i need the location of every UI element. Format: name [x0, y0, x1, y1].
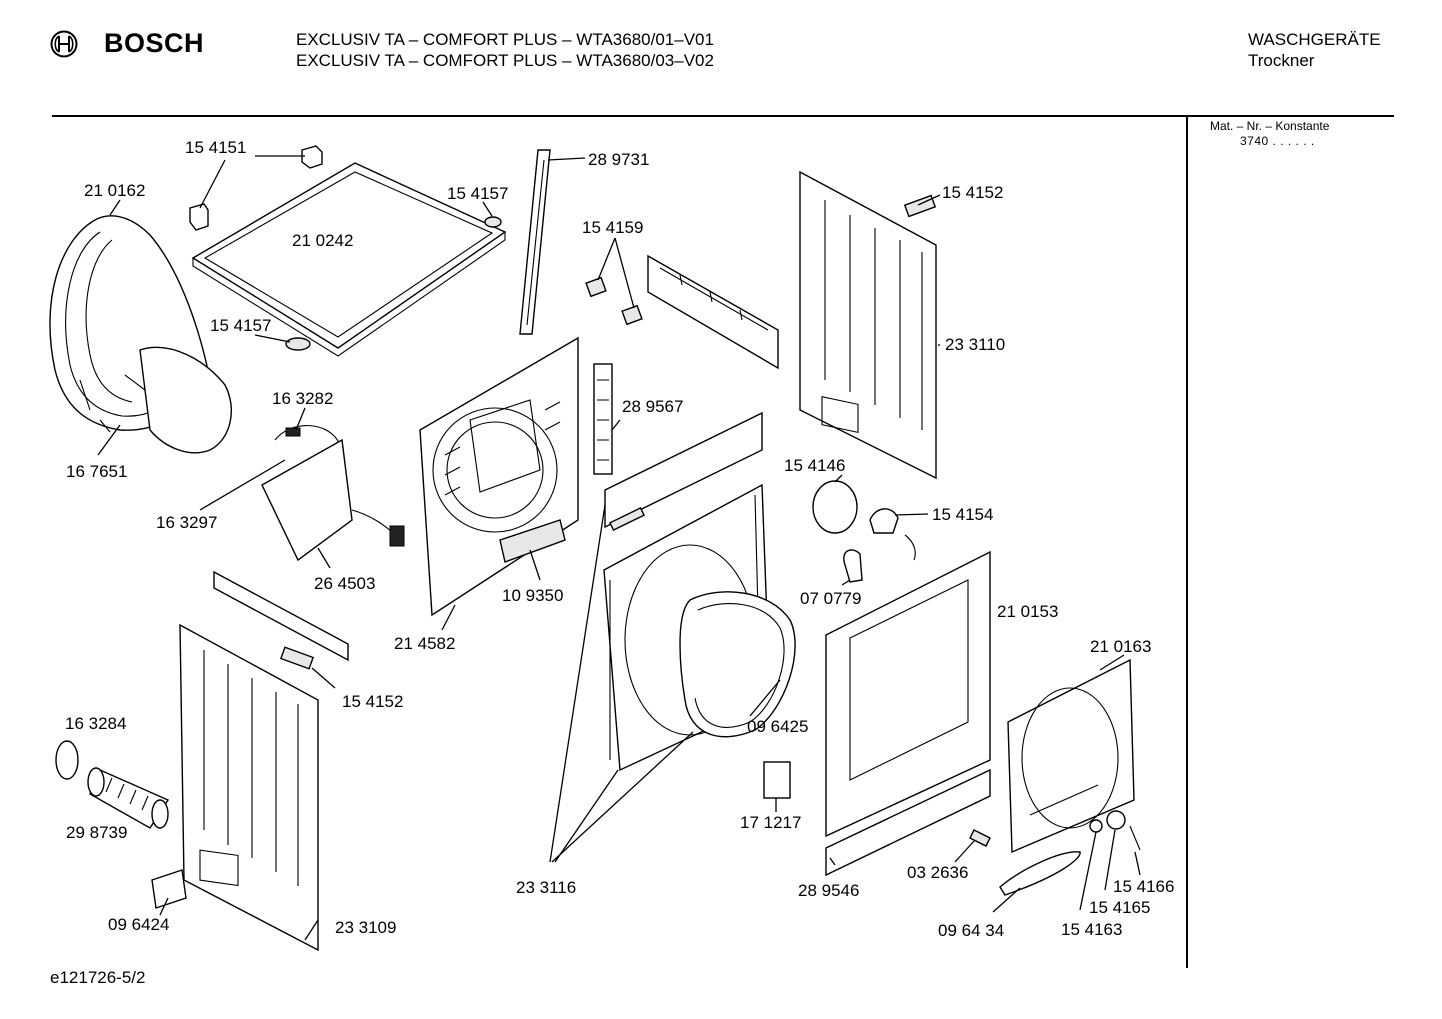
- drawing-id: e121726-5/2: [50, 968, 146, 987]
- part-label: 21 0153: [997, 602, 1058, 621]
- leader-lines: [97, 155, 1141, 941]
- side-panel-divider: [1186, 116, 1188, 968]
- part-label: 23 3110: [945, 335, 1005, 354]
- part-label: 15 4152: [342, 692, 403, 711]
- left-side-panel[interactable]: [179, 623, 319, 952]
- part-label: 28 9731: [588, 150, 649, 169]
- model-title-line-1: EXCLUSIV TA – COMFORT PLUS – WTA3680/01–…: [296, 30, 714, 49]
- lower-front-rail[interactable]: [213, 570, 349, 662]
- part-label: 16 3297: [156, 513, 217, 532]
- door[interactable]: [1007, 658, 1135, 854]
- model-title-line-2: EXCLUSIV TA – COMFORT PLUS – WTA3680/03–…: [296, 51, 714, 70]
- sensor[interactable]: [869, 508, 899, 534]
- part-label: 15 4151: [185, 138, 246, 157]
- handle-strip[interactable]: [999, 851, 1081, 896]
- hose-seal-ring[interactable]: [55, 740, 79, 780]
- part-label: 28 9567: [622, 397, 683, 416]
- part-label: 10 9350: [502, 586, 563, 605]
- brand-name: BOSCH: [104, 28, 205, 58]
- heater-holder[interactable]: [593, 363, 613, 475]
- part-label: 16 7651: [66, 462, 127, 481]
- part-label: 21 0242: [292, 231, 353, 250]
- part-label: 09 64 34: [938, 921, 1004, 940]
- part-label: 21 0162: [84, 181, 145, 200]
- front-panel[interactable]: [825, 550, 991, 838]
- lid-lock[interactable]: [812, 480, 858, 534]
- end-cap-left[interactable]: [279, 646, 315, 670]
- top-clip-upper[interactable]: [301, 145, 323, 169]
- header-divider: [52, 115, 1394, 117]
- exploded-parts-diagram: 15 4151 21 0162 21 0242 15 4157 28 9731 …: [49, 138, 1174, 952]
- grommet-lower[interactable]: [285, 337, 311, 351]
- part-label: 29 8739: [66, 823, 127, 842]
- sensor-wire[interactable]: [904, 534, 916, 561]
- top-clip-lower[interactable]: [189, 203, 209, 231]
- material-number-value: 3740 . . . . . .: [1240, 134, 1315, 148]
- part-label: 15 4152: [942, 183, 1003, 202]
- part-label: 09 6424: [108, 915, 169, 934]
- control-module[interactable]: [261, 438, 405, 562]
- part-label: 15 4157: [210, 316, 271, 335]
- part-label: 23 3116: [516, 878, 576, 897]
- part-label: 09 6425: [747, 717, 808, 736]
- part-labels: 15 4151 21 0162 21 0242 15 4157 28 9731 …: [65, 138, 1174, 940]
- part-label: 15 4163: [1061, 920, 1122, 939]
- door-switch[interactable]: [763, 761, 791, 799]
- wiring-harness[interactable]: [274, 425, 341, 446]
- screw[interactable]: [969, 829, 991, 847]
- part-label: 03 2636: [907, 863, 968, 882]
- part-label: 23 3109: [335, 918, 396, 937]
- part-label: 21 4582: [394, 634, 455, 653]
- part-label: 28 9546: [798, 881, 859, 900]
- part-label: 07 0779: [800, 589, 861, 608]
- material-number-label: Mat. – Nr. – Konstante: [1210, 119, 1330, 133]
- part-label: 15 4146: [784, 456, 845, 475]
- top-cover[interactable]: [191, 162, 507, 357]
- filter-cover[interactable]: [151, 869, 187, 909]
- part-label: 16 3284: [65, 714, 126, 733]
- hinge-pin[interactable]: [1089, 819, 1103, 833]
- connector-left[interactable]: [585, 276, 607, 298]
- part-label: 21 0163: [1090, 637, 1151, 656]
- part-label: 15 4166: [1113, 877, 1174, 896]
- bosch-logo-icon: [50, 30, 78, 58]
- appliance-subcategory: Trockner: [1248, 51, 1315, 70]
- exhaust-hose[interactable]: [87, 767, 170, 829]
- grommet-top[interactable]: [484, 216, 502, 228]
- door-seal[interactable]: [679, 591, 796, 738]
- part-label: 15 4157: [447, 184, 508, 203]
- vertical-strip[interactable]: [519, 149, 551, 335]
- part-label: 15 4159: [582, 218, 643, 237]
- part-label: 16 3282: [272, 389, 333, 408]
- part-label: 17 1217: [740, 813, 801, 832]
- upper-rail[interactable]: [647, 254, 779, 370]
- part-label: 15 4154: [932, 505, 993, 524]
- connector-right[interactable]: [621, 304, 643, 326]
- part-label: 15 4165: [1089, 898, 1150, 917]
- bulb-holder[interactable]: [843, 549, 863, 583]
- right-side-panel[interactable]: [799, 170, 937, 480]
- rear-wall[interactable]: [419, 336, 579, 617]
- kick-plate[interactable]: [825, 768, 991, 877]
- drum-seal-ring[interactable]: [49, 215, 232, 454]
- appliance-category: WASCHGERÄTE: [1248, 30, 1381, 49]
- part-label: 26 4503: [314, 574, 375, 593]
- pin[interactable]: [1129, 825, 1141, 851]
- knob[interactable]: [1106, 810, 1126, 830]
